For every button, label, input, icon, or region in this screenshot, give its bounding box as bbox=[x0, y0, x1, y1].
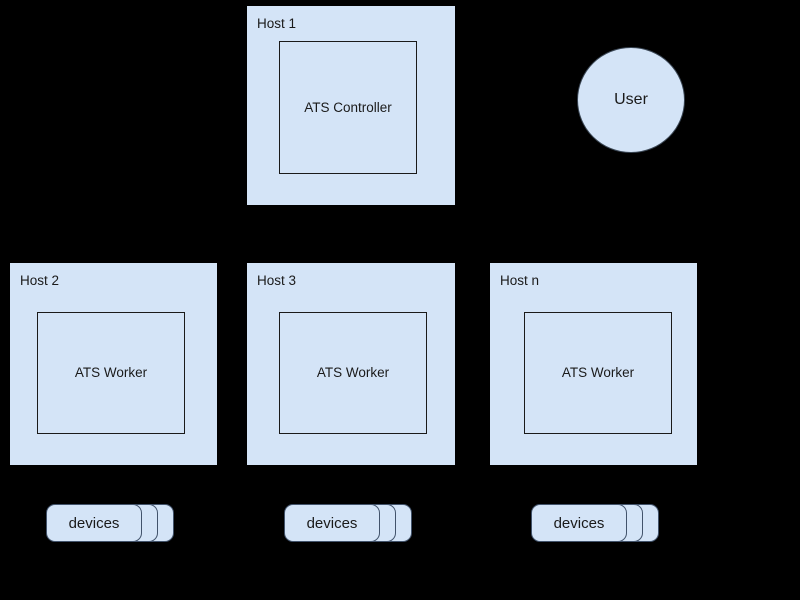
service-box-host-2-ats-worker[interactable]: ATS Worker bbox=[37, 312, 185, 434]
actor-user-label: User bbox=[614, 91, 648, 108]
devices-card-front[interactable]: devices bbox=[531, 504, 627, 542]
service-label-host-2-ats-worker: ATS Worker bbox=[74, 365, 148, 380]
host-box-host-1[interactable]: Host 1 ATS Controller bbox=[247, 6, 455, 205]
devices-card-front[interactable]: devices bbox=[284, 504, 380, 542]
host-label-host-2: Host 2 bbox=[20, 273, 60, 288]
devices-label-host-2: devices bbox=[68, 514, 120, 532]
host-label-host-3: Host 3 bbox=[257, 273, 297, 288]
host-box-host-n[interactable]: Host n ATS Worker bbox=[490, 263, 697, 465]
host-box-host-3[interactable]: Host 3 ATS Worker bbox=[247, 263, 455, 465]
devices-label-host-3: devices bbox=[306, 514, 358, 532]
devices-stack-host-2[interactable]: devices bbox=[46, 504, 174, 544]
service-box-ats-controller[interactable]: ATS Controller bbox=[279, 41, 417, 174]
service-label-host-n-ats-worker: ATS Worker bbox=[561, 365, 635, 380]
host-box-host-2[interactable]: Host 2 ATS Worker bbox=[10, 263, 217, 465]
actor-user[interactable]: User bbox=[577, 47, 685, 153]
host-label-host-n: Host n bbox=[500, 273, 540, 288]
devices-label-host-n: devices bbox=[553, 514, 605, 532]
host-label-host-1: Host 1 bbox=[257, 16, 297, 31]
devices-stack-host-3[interactable]: devices bbox=[284, 504, 412, 544]
service-label-ats-controller: ATS Controller bbox=[304, 99, 392, 115]
devices-stack-host-n[interactable]: devices bbox=[531, 504, 659, 544]
service-label-host-3-ats-worker: ATS Worker bbox=[316, 365, 390, 380]
service-box-host-3-ats-worker[interactable]: ATS Worker bbox=[279, 312, 427, 434]
devices-card-front[interactable]: devices bbox=[46, 504, 142, 542]
service-box-host-n-ats-worker[interactable]: ATS Worker bbox=[524, 312, 672, 434]
